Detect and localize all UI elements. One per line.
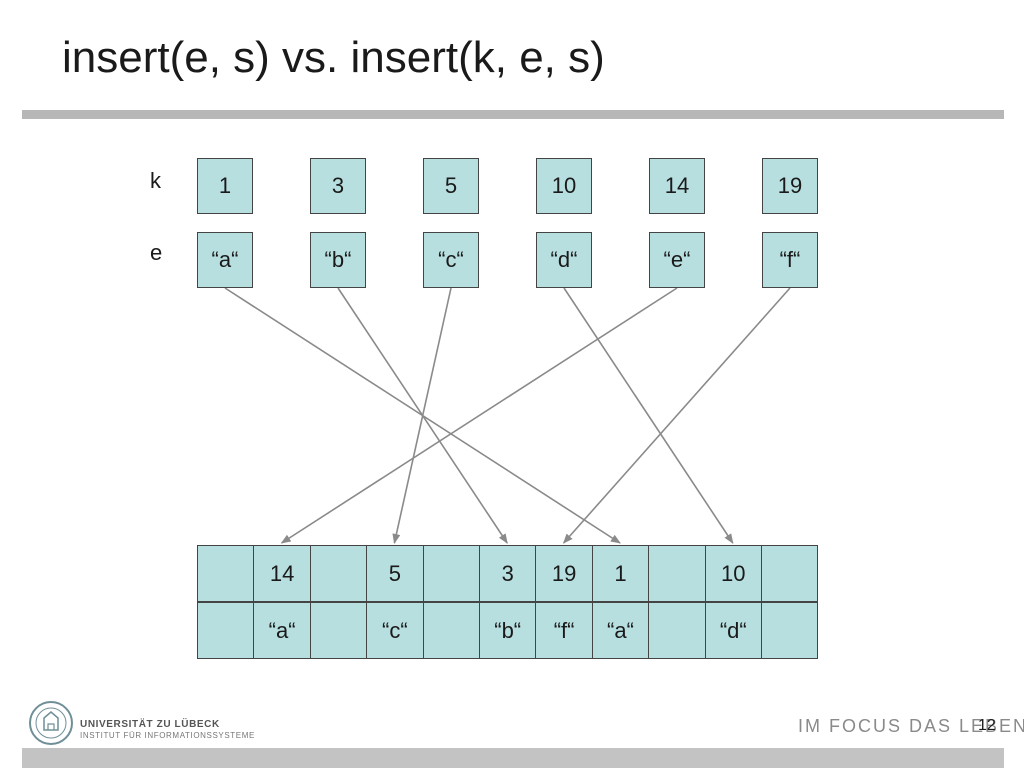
hash-slot-value: “b“ (479, 602, 537, 659)
key-cell: 19 (762, 158, 818, 214)
hash-slot-value: “a“ (591, 602, 650, 659)
hash-slot-value: “a“ (253, 602, 311, 659)
value-cell: “f“ (762, 232, 818, 288)
key-cell: 10 (536, 158, 592, 214)
institute-name: INSTITUT FÜR INFORMATIONSSYSTEME (80, 731, 255, 740)
row-label-k: k (150, 168, 161, 193)
hash-slot-key (648, 545, 706, 602)
hash-slot-value: “d“ (704, 602, 762, 659)
hash-slot-key (422, 545, 480, 602)
hash-slot-key (761, 545, 819, 602)
hash-slot-value (422, 602, 480, 659)
hash-slot-key (309, 545, 368, 602)
mapping-arrow (563, 287, 734, 544)
hash-slot-key: 19 (535, 545, 593, 602)
mapping-arrow (280, 287, 678, 544)
hash-slot-value (197, 602, 255, 659)
key-cell: 3 (310, 158, 366, 214)
mapping-arrow (392, 287, 452, 544)
hash-slot-key: 10 (704, 545, 762, 602)
value-cell: “b“ (310, 232, 366, 288)
hash-slot-key: 1 (591, 545, 650, 602)
mapping-arrow (562, 287, 791, 544)
hash-slot-value (648, 602, 706, 659)
value-cell: “c“ (423, 232, 479, 288)
hash-slot-value (309, 602, 368, 659)
page-number: 12 (978, 717, 996, 734)
footer-bar (22, 748, 1004, 768)
row-label-e: e (150, 240, 163, 265)
hash-slot-value: “c“ (366, 602, 424, 659)
hash-slot-key (197, 545, 255, 602)
value-cell: “a“ (197, 232, 253, 288)
slide-title: insert(e, s) vs. insert(k, e, s) (62, 33, 605, 82)
value-cell: “d“ (536, 232, 592, 288)
hash-slot-value (761, 602, 819, 659)
hash-slot-key: 5 (366, 545, 424, 602)
value-cell: “e“ (649, 232, 705, 288)
title-rule (22, 110, 1004, 119)
hash-slot-key: 3 (479, 545, 537, 602)
key-cell: 14 (649, 158, 705, 214)
university-name: UNIVERSITÄT ZU LÜBECK (80, 719, 220, 730)
key-cell: 1 (197, 158, 253, 214)
hash-slot-key: 14 (253, 545, 311, 602)
university-seal-logo (29, 701, 73, 745)
slogan: IM FOCUS DAS LEBEN (798, 716, 1024, 736)
key-cell: 5 (423, 158, 479, 214)
hash-slot-value: “f“ (535, 602, 593, 659)
